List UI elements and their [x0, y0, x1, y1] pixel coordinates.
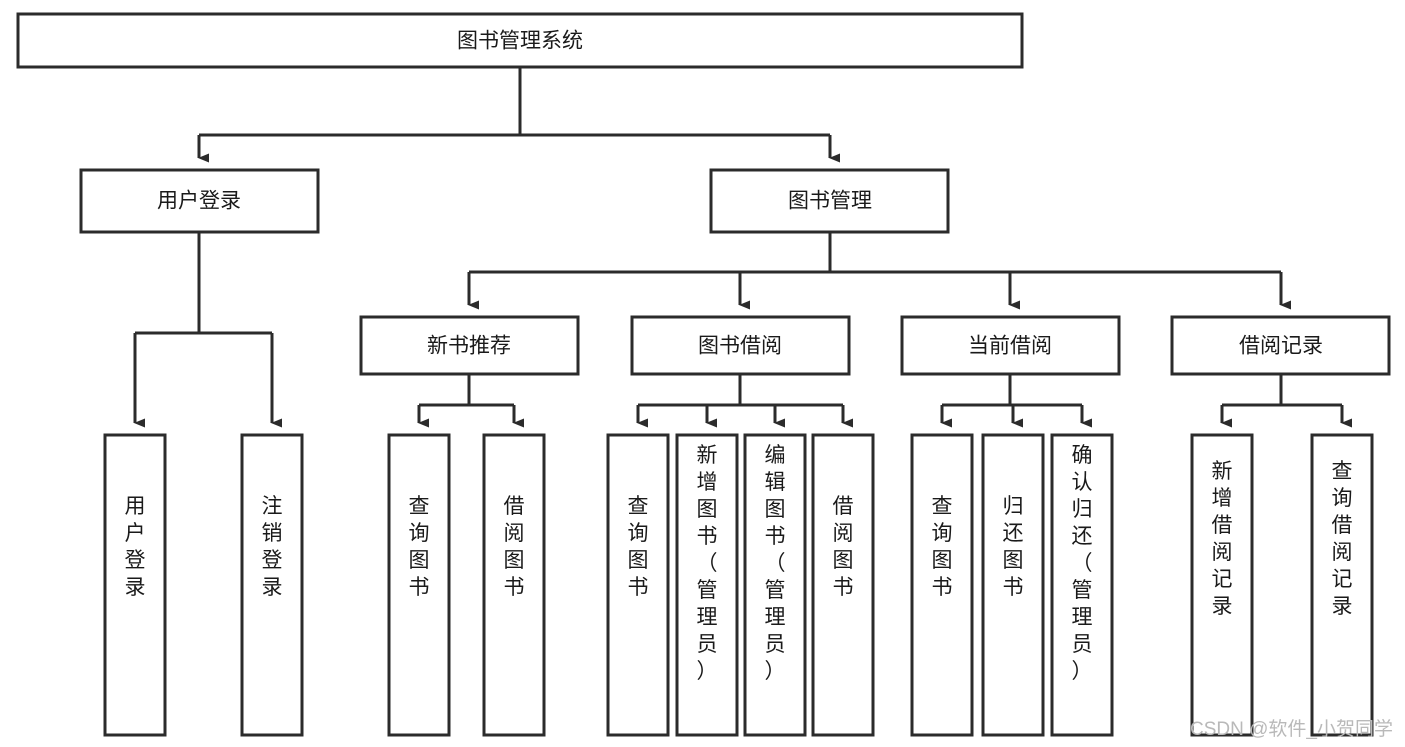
leaf-nodes-layer: 用户登录 注销登录 查询图书 借阅图书 查询图书 新增图书（管理员） — [103, 433, 1374, 737]
node-label-leaf-borrow-book-2: 借阅图书 — [833, 495, 854, 599]
node-book-borrow[interactable]: 图书借阅 — [630, 315, 851, 376]
node-leaf-add-record[interactable]: 新增借阅记录 — [1190, 433, 1254, 737]
node-label-new-book-rec: 新书推荐 — [427, 335, 511, 358]
node-label-borrow-record: 借阅记录 — [1239, 335, 1323, 358]
node-box-current-borrow[interactable] — [900, 315, 1121, 376]
node-box-new-book-rec[interactable] — [359, 315, 580, 376]
node-book-manage[interactable]: 图书管理 — [709, 168, 950, 234]
node-root-system[interactable]: 图书管理系统 — [16, 12, 1024, 69]
node-leaf-edit-book[interactable]: 编辑图书（管理员） — [743, 433, 807, 737]
node-label-leaf-add-record: 新增借阅记录 — [1212, 460, 1233, 618]
node-box-leaf-logout[interactable] — [240, 433, 304, 737]
node-leaf-user-login[interactable]: 用户登录 — [103, 433, 167, 737]
node-leaf-query-book-1[interactable]: 查询图书 — [387, 433, 451, 737]
csdn-watermark: CSDN @软件_小贺同学 — [1190, 719, 1393, 740]
node-box-leaf-query-record[interactable] — [1310, 433, 1374, 737]
node-leaf-add-book[interactable]: 新增图书（管理员） — [675, 433, 739, 737]
node-label-leaf-logout: 注销登录 — [262, 495, 283, 599]
node-label-user-login: 用户登录 — [157, 190, 241, 213]
node-label-leaf-edit-book: 编辑图书（管理员） — [765, 444, 786, 683]
node-leaf-query-record[interactable]: 查询借阅记录 — [1310, 433, 1374, 737]
node-box-leaf-user-login[interactable] — [103, 433, 167, 737]
node-label-root: 图书管理系统 — [457, 30, 583, 53]
node-borrow-record[interactable]: 借阅记录 — [1170, 315, 1391, 376]
node-label-leaf-return-book: 归还图书 — [1003, 495, 1024, 599]
node-box-borrow-record[interactable] — [1170, 315, 1391, 376]
node-box-leaf-borrow-book-2[interactable] — [811, 433, 875, 737]
node-label-leaf-add-book: 新增图书（管理员） — [697, 444, 718, 683]
node-leaf-return-book[interactable]: 归还图书 — [981, 433, 1045, 737]
node-box-leaf-edit-book[interactable] — [743, 433, 807, 737]
node-box-leaf-query-book-2[interactable] — [606, 433, 670, 737]
node-label-book-manage: 图书管理 — [788, 190, 872, 213]
node-new-book-rec[interactable]: 新书推荐 — [359, 315, 580, 376]
node-box-leaf-add-book[interactable] — [675, 433, 739, 737]
node-box-leaf-confirm-return[interactable] — [1050, 433, 1114, 737]
node-label-leaf-query-book-1: 查询图书 — [409, 495, 430, 599]
node-label-leaf-user-login: 用户登录 — [125, 495, 146, 599]
node-box-leaf-query-book-1[interactable] — [387, 433, 451, 737]
node-label-leaf-confirm-return: 确认归还（管理员） — [1072, 444, 1093, 683]
node-leaf-logout[interactable]: 注销登录 — [240, 433, 304, 737]
connector-layer — [133, 67, 1352, 428]
node-box-book-borrow[interactable] — [630, 315, 851, 376]
node-box-user-login[interactable] — [79, 168, 320, 234]
node-leaf-query-book-2[interactable]: 查询图书 — [606, 433, 670, 737]
node-user-login[interactable]: 用户登录 — [79, 168, 320, 234]
node-box-leaf-query-book-3[interactable] — [910, 433, 974, 737]
node-leaf-query-book-3[interactable]: 查询图书 — [910, 433, 974, 737]
node-box-leaf-return-book[interactable] — [981, 433, 1045, 737]
node-label-leaf-query-record: 查询借阅记录 — [1332, 460, 1353, 618]
node-leaf-confirm-return[interactable]: 确认归还（管理员） — [1050, 433, 1114, 737]
node-label-leaf-query-book-2: 查询图书 — [628, 495, 649, 599]
node-label-current-borrow: 当前借阅 — [968, 335, 1052, 358]
node-label-leaf-query-book-3: 查询图书 — [932, 495, 953, 599]
node-box-leaf-borrow-book-1[interactable] — [482, 433, 546, 737]
node-label-book-borrow: 图书借阅 — [698, 335, 782, 358]
node-leaf-borrow-book-2[interactable]: 借阅图书 — [811, 433, 875, 737]
node-leaf-borrow-book-1[interactable]: 借阅图书 — [482, 433, 546, 737]
node-box-root[interactable] — [16, 12, 1024, 69]
node-current-borrow[interactable]: 当前借阅 — [900, 315, 1121, 376]
node-box-book-manage[interactable] — [709, 168, 950, 234]
node-label-leaf-borrow-book-1: 借阅图书 — [504, 495, 525, 599]
node-box-leaf-add-record[interactable] — [1190, 433, 1254, 737]
